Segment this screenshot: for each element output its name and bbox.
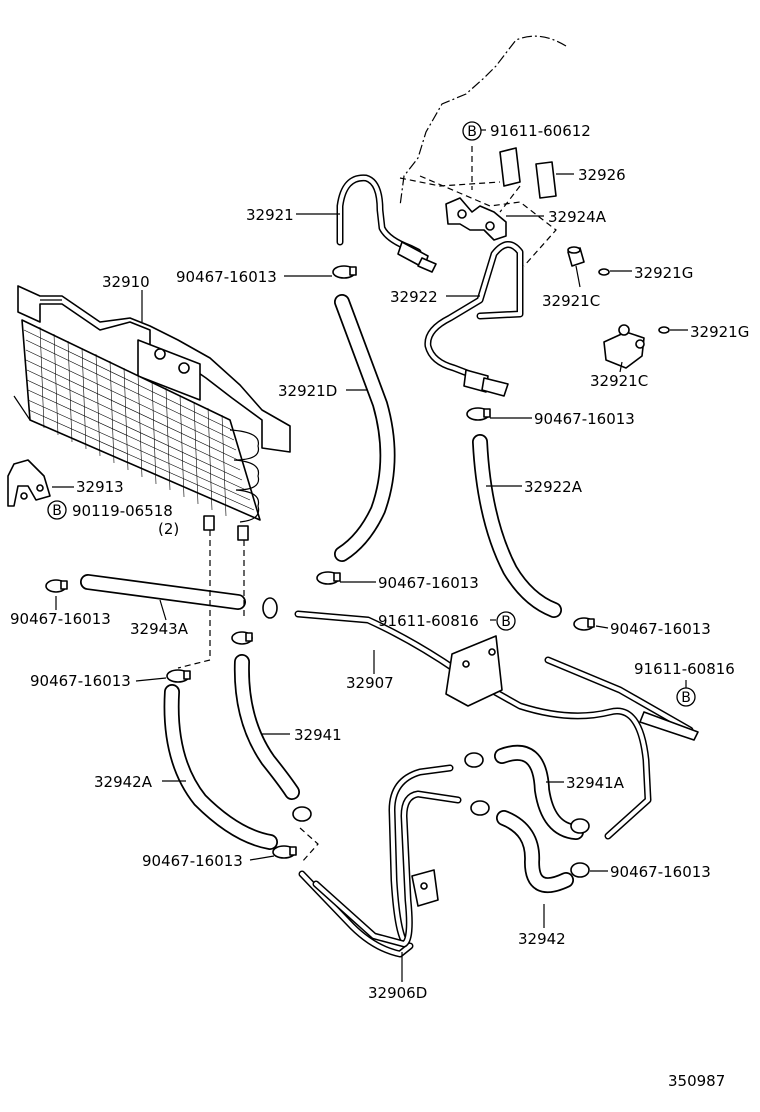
label-90467-16013-mid: 90467-16013 — [378, 574, 479, 592]
hose-32922A — [472, 434, 562, 618]
label-32943A: 32943A — [130, 620, 189, 638]
hose-32921D — [334, 294, 396, 562]
hose-clamps-90467-16013 — [45, 265, 595, 878]
circle-b-markers: B B B B — [47, 121, 696, 707]
pipe-32921 — [336, 174, 437, 273]
part-labels: 91611-60612 32926 32921 32924A 90467-160… — [10, 122, 749, 1002]
bracket-32924A — [445, 197, 507, 241]
fitting-32921C-valve — [603, 324, 645, 369]
circle-b-icon: B — [496, 611, 516, 631]
fitting-32921C-small — [567, 246, 585, 267]
label-90467-16013-left2: 90467-16013 — [30, 672, 131, 690]
label-qty-2: (2) — [158, 520, 179, 538]
label-32942A: 32942A — [94, 773, 153, 791]
label-90467-16013-right1: 90467-16013 — [534, 410, 635, 428]
label-91611-60816-b: 91611-60816 — [634, 660, 735, 678]
label-32926: 32926 — [578, 166, 626, 184]
label-90467-16013-bottom-left: 90467-16013 — [142, 852, 243, 870]
label-91611-60612: 91611-60612 — [490, 122, 591, 140]
label-32922: 32922 — [390, 288, 438, 306]
label-90467-16013-left: 90467-16013 — [10, 610, 111, 628]
bracket-32913 — [7, 459, 51, 507]
label-90467-16013-right2: 90467-16013 — [610, 620, 711, 638]
label-32910: 32910 — [102, 273, 150, 291]
cooler-fins — [23, 326, 255, 517]
pipe-32922 — [424, 241, 524, 397]
svg-text:B: B — [501, 614, 511, 630]
label-32922A: 32922A — [524, 478, 583, 496]
leader-lines — [52, 129, 688, 982]
label-32921D: 32921D — [278, 382, 337, 400]
gasket-32921G — [598, 268, 670, 334]
label-32924A: 32924A — [548, 208, 607, 226]
label-32921C-2: 32921C — [590, 372, 648, 390]
label-32907: 32907 — [346, 674, 394, 692]
label-32913: 32913 — [76, 478, 124, 496]
hose-32943A — [80, 574, 246, 610]
label-32941: 32941 — [294, 726, 342, 744]
label-32921G-2: 32921G — [690, 323, 749, 341]
circle-b-icon: B — [462, 121, 482, 141]
svg-text:B: B — [467, 124, 477, 140]
svg-text:B: B — [52, 503, 62, 519]
label-90467-16013-bottom-right: 90467-16013 — [610, 863, 711, 881]
vehicle-outline — [399, 35, 567, 207]
label-32941A: 32941A — [566, 774, 625, 792]
svg-text:B: B — [681, 690, 691, 706]
circle-b-icon: B — [47, 500, 67, 520]
pipe-32907 — [294, 610, 699, 840]
label-91611-60816-a: 91611-60816 — [378, 612, 479, 630]
label-90467-16013-top: 90467-16013 — [176, 268, 277, 286]
label-32921: 32921 — [246, 206, 294, 224]
oil-cooler-32910 — [13, 285, 291, 541]
circle-b-icon: B — [676, 687, 696, 707]
label-90119-06518: 90119-06518 — [72, 502, 173, 520]
hose-32942A — [163, 684, 278, 850]
hose-32941 — [233, 654, 300, 800]
hose-32942 — [496, 810, 574, 893]
label-32921C-1: 32921C — [542, 292, 600, 310]
sleeve-32926 — [499, 147, 557, 199]
label-32906D: 32906D — [368, 984, 427, 1002]
label-32942: 32942 — [518, 930, 566, 948]
label-32921G-1: 32921G — [634, 264, 693, 282]
hose-32941A — [494, 744, 584, 840]
pipe-32906D — [298, 764, 462, 958]
diagram-code: 350987 — [668, 1072, 725, 1090]
